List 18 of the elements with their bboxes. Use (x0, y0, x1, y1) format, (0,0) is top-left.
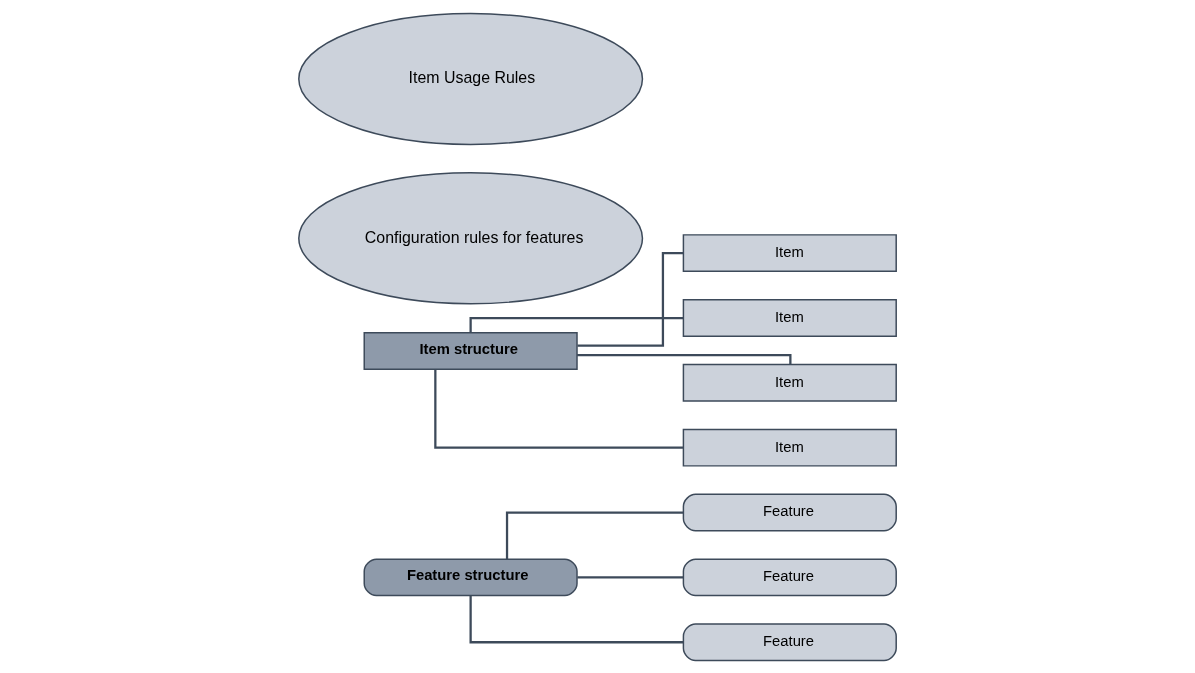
node-box: Feature (682, 557, 897, 596)
node-box: Feature (682, 493, 897, 531)
connector (577, 575, 684, 578)
node-box: Item (682, 363, 897, 402)
node-box: Item (682, 428, 897, 467)
node-box: Item (682, 233, 897, 272)
node-box: Item structure (363, 331, 578, 370)
connector (469, 595, 684, 643)
connector (577, 251, 684, 347)
connector (434, 369, 683, 449)
connector (577, 353, 792, 364)
connector (469, 316, 684, 333)
node-box: Item (682, 298, 897, 337)
node-ellipse: Configuration rules for features (298, 171, 644, 304)
node-box: Feature (682, 622, 897, 661)
connector (505, 510, 684, 559)
node-ellipse: Item Usage Rules (298, 12, 644, 145)
node-box: Feature structure (363, 557, 578, 596)
